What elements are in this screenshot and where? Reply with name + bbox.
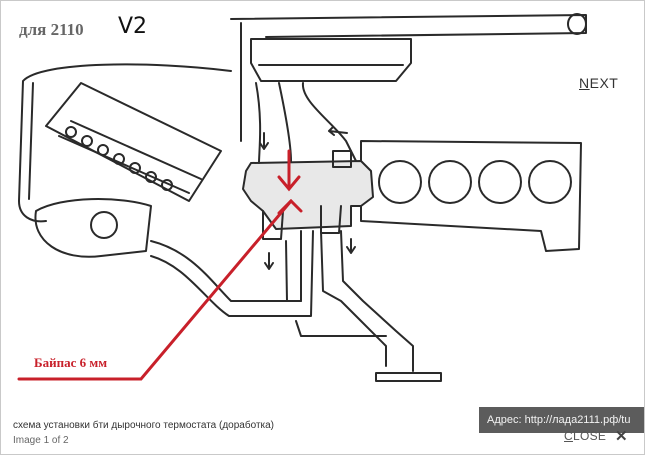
image-caption: схема установки бти дырочного термостата…	[13, 420, 275, 431]
close-icon[interactable]: ✕	[615, 428, 628, 445]
engine-block	[360, 140, 582, 252]
cooling-system-diagram	[17, 13, 587, 382]
bypass-label: Байпас 6 мм	[34, 355, 108, 370]
close-button[interactable]: CLOSE	[564, 429, 607, 443]
bypass-arrow-up	[277, 198, 303, 215]
diagram-title: для 2110	[19, 20, 84, 39]
address-tooltip: Адрес: http://лада2111.рф/tu	[479, 407, 644, 433]
diagram-version-label: V2	[118, 14, 148, 39]
bypass-pointer-line	[17, 199, 293, 381]
top-pipe	[230, 14, 587, 72]
bypass-arrow-down	[277, 149, 301, 192]
next-button[interactable]: NEXT	[579, 75, 619, 91]
upper-tank	[250, 38, 412, 82]
radiator-box	[45, 82, 222, 202]
pump	[34, 198, 152, 258]
image-counter: Image 1 of 2	[13, 435, 69, 446]
left-hose	[18, 63, 242, 223]
